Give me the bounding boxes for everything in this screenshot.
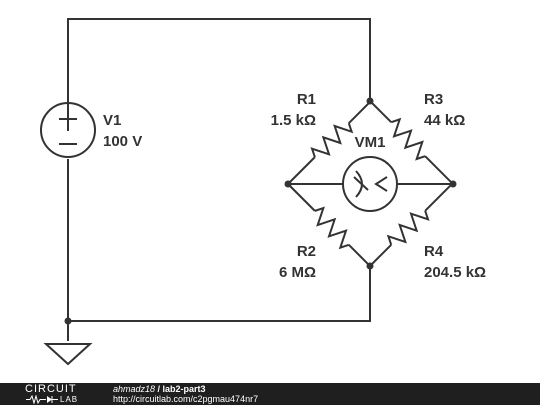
label-r4-value: 204.5 kΩ <box>424 264 486 281</box>
wire-bottom-return <box>67 265 371 322</box>
label-v1-value: 100 V <box>103 133 142 150</box>
label-r1-name: R1 <box>297 91 316 108</box>
circuit-schematic: V1 100 V R1 1.5 kΩ R3 44 kΩ VM1 R2 6 MΩ … <box>40 18 486 366</box>
label-r2-name: R2 <box>297 243 316 260</box>
label-r1-value: 1.5 kΩ <box>271 112 316 129</box>
resistor-r3[interactable] <box>364 95 457 188</box>
label-r3-value: 44 kΩ <box>424 112 465 129</box>
voltage-source-v1[interactable] <box>40 102 96 158</box>
node-top <box>366 97 374 105</box>
title-separator: / <box>155 384 163 394</box>
node-right <box>449 180 457 188</box>
waveform-icon <box>26 395 58 404</box>
node-bottom <box>366 262 374 270</box>
author-link[interactable]: ahmadz18 <box>113 384 156 394</box>
resistor-r2[interactable] <box>282 178 375 271</box>
circuit-title-line: ahmadz18 / lab2-part3 <box>113 384 206 394</box>
wire-top <box>67 18 371 131</box>
resistor-r4[interactable] <box>364 178 457 271</box>
label-r3-name: R3 <box>424 91 443 108</box>
logo-text-circuit: CIRCUIT <box>25 383 77 395</box>
circuit-url[interactable]: http://circuitlab.com/c2pgmau474nr7 <box>113 394 259 404</box>
resistor-r1[interactable] <box>282 96 375 189</box>
ground-icon <box>43 343 93 366</box>
label-r2-value: 6 MΩ <box>279 264 316 281</box>
label-r4-name: R4 <box>424 243 444 260</box>
logo-text-lab: LAB <box>60 395 79 404</box>
label-v1-name: V1 <box>103 112 121 129</box>
footer-bar: CIRCUIT LAB ahmadz18 / lab2-part3 http:/… <box>0 383 540 405</box>
node-left <box>284 180 292 188</box>
voltmeter-vm1[interactable] <box>288 156 453 212</box>
label-vm1-name: VM1 <box>355 134 386 151</box>
project-name[interactable]: lab2-part3 <box>162 384 206 394</box>
node-ground <box>64 317 72 325</box>
